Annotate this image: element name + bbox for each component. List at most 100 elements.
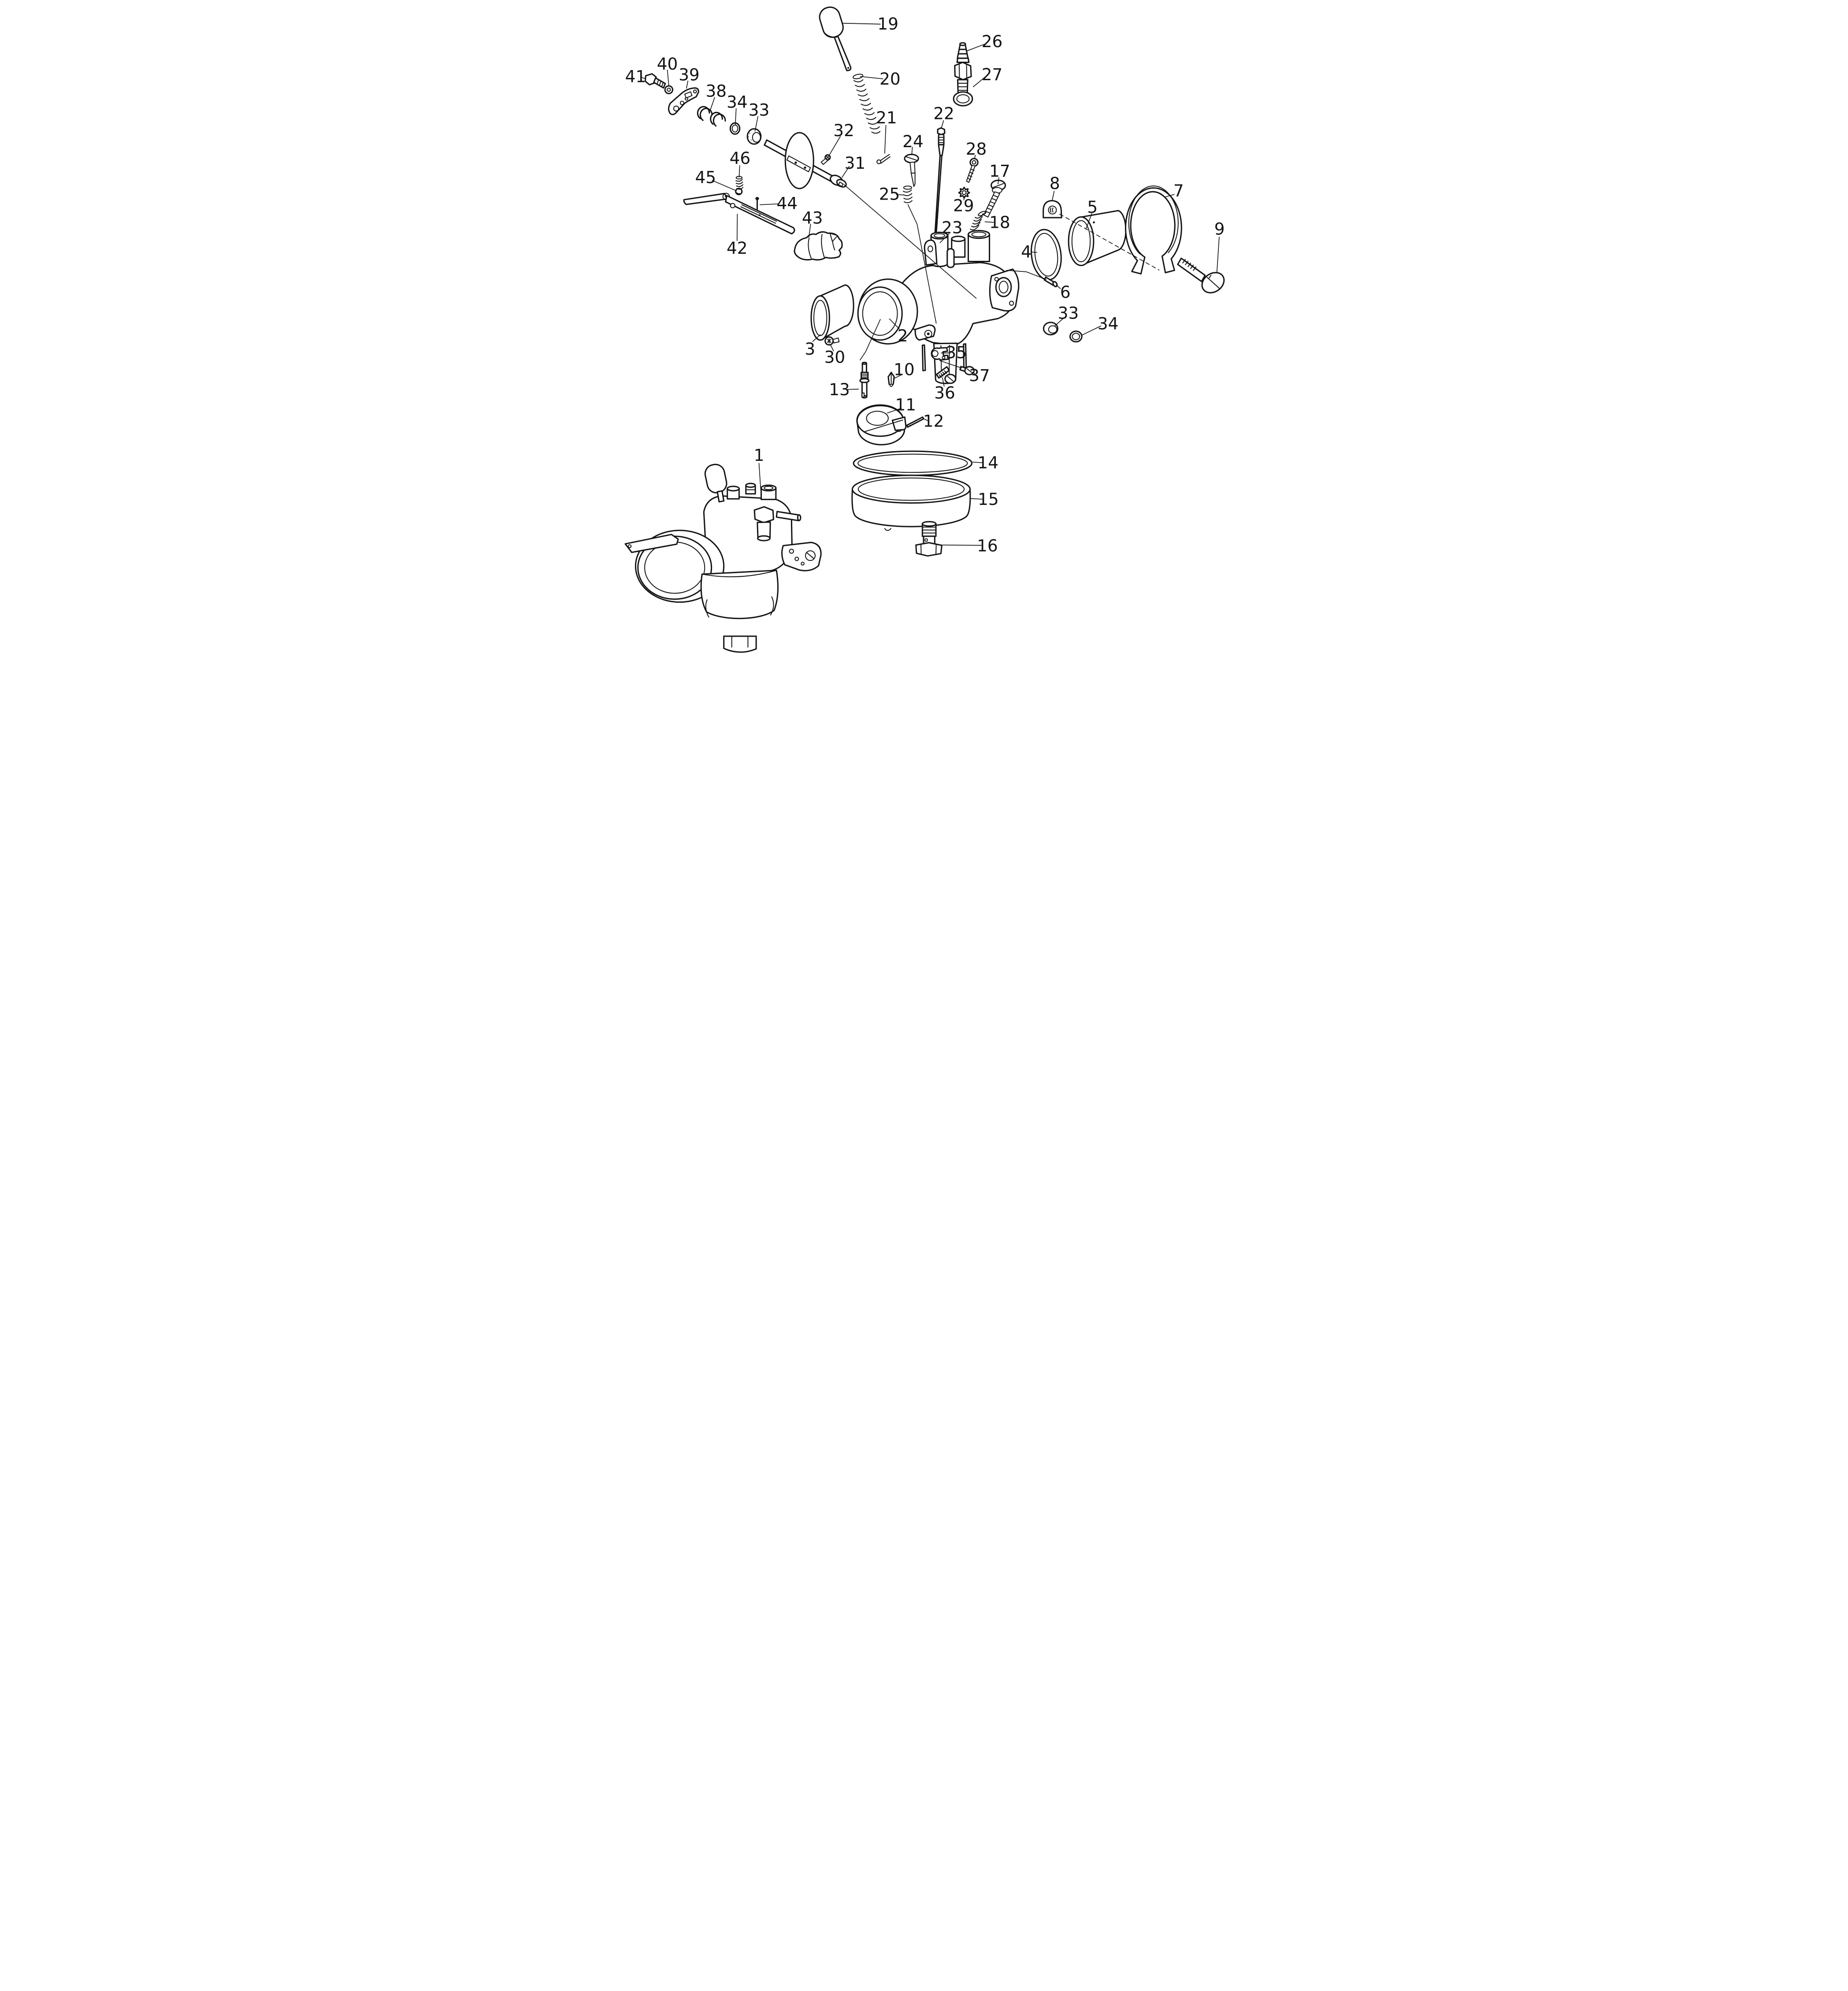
part-6-dowel-pin bbox=[1043, 276, 1058, 287]
part-27-inlet-o-ring bbox=[953, 91, 973, 107]
callout-40-label-small-washer: 40 bbox=[657, 54, 678, 74]
part-28-bracket-screw bbox=[966, 158, 979, 183]
callout-32-label-throttle-plate-screw: 32 bbox=[833, 121, 854, 140]
callout-31-label-throttle-shaft: 31 bbox=[845, 153, 866, 173]
callout-33-label-shaft-bushing: 33 bbox=[749, 100, 770, 120]
callout-11-leader bbox=[887, 408, 902, 414]
clip35-to-screw37 bbox=[939, 360, 962, 369]
callout-27-leader bbox=[972, 77, 986, 87]
callout-22-label-jet-needle: 22 bbox=[933, 104, 954, 123]
callout-9-leader bbox=[1216, 237, 1220, 274]
callout-12-label-float-pin: 12 bbox=[923, 411, 944, 430]
part-44-small-pin bbox=[755, 197, 759, 210]
pin6-to-flange bbox=[1006, 270, 1047, 280]
body-right-flange bbox=[989, 268, 1020, 312]
callout-19-leader bbox=[842, 22, 881, 25]
callout-22-leader bbox=[941, 120, 944, 129]
callout-34-label-shaft-seal: 34 bbox=[1098, 314, 1119, 333]
callout-40-leader bbox=[667, 70, 669, 86]
part-31-throttle-shaft bbox=[764, 132, 847, 189]
part-35-fork-clip bbox=[931, 347, 949, 361]
callout-41-leader bbox=[641, 77, 646, 79]
part-41-hex-bolt bbox=[644, 73, 666, 89]
assembly-float-bowl bbox=[700, 570, 779, 653]
assembly-bracket bbox=[781, 541, 822, 571]
part-40-washer bbox=[664, 85, 674, 94]
part-13-main-nozzle bbox=[859, 362, 870, 399]
part-10-needle-valve bbox=[887, 371, 895, 387]
part-7-clamp-ring bbox=[1124, 185, 1182, 275]
part-22-jet-needle bbox=[934, 127, 946, 240]
callout-45-leader bbox=[712, 180, 736, 191]
body-towers bbox=[930, 230, 991, 268]
callout-13-label-main-nozzle: 13 bbox=[829, 380, 850, 399]
callout-43-leader bbox=[808, 223, 811, 238]
nozzle-to-body bbox=[859, 319, 881, 360]
assembly-top-ports bbox=[727, 482, 777, 501]
part-5-adapter-sleeve bbox=[1068, 210, 1127, 267]
carburetor-exploded-diagram: 1234567891011121314151617181920212223242… bbox=[616, 0, 1232, 665]
assembly-choke-knob bbox=[704, 463, 727, 503]
callout-5-leader bbox=[1086, 213, 1092, 229]
construction-lines bbox=[843, 184, 1160, 369]
part-21-cotter-pin bbox=[876, 154, 891, 164]
callout-33-leader bbox=[1054, 317, 1065, 326]
callout-42-label-choke-shaft-lever: 42 bbox=[727, 238, 748, 258]
callout-12-leader bbox=[923, 418, 929, 422]
spring25-to-tower bbox=[907, 204, 937, 324]
callout-5-label-adapter-sleeve: 5 bbox=[1087, 197, 1098, 217]
callout-3-label-intake-sleeve: 3 bbox=[805, 339, 815, 359]
part-33-shaft-bushing-right bbox=[1043, 322, 1058, 336]
callout-33-leader bbox=[754, 116, 758, 132]
callout-30-leader bbox=[830, 345, 834, 352]
callout-21-label-cotter-pin: 21 bbox=[876, 108, 897, 127]
part-18-screw-spring bbox=[970, 211, 987, 230]
callout-28-label-bracket-screw: 28 bbox=[966, 139, 987, 159]
part-30-body-screw bbox=[824, 336, 840, 346]
callout-43-label-choke-valve-cam: 43 bbox=[802, 208, 823, 228]
part-20-choke-spring bbox=[852, 74, 881, 134]
body-side-lever bbox=[914, 324, 936, 341]
assembly-inlet-nut bbox=[753, 506, 775, 541]
body-lug bbox=[924, 239, 938, 266]
sleeve-clamp-axis bbox=[1059, 214, 1160, 271]
callout-25-label-mixture-screw-spring: 25 bbox=[879, 185, 900, 204]
callout-8-leader bbox=[1051, 191, 1055, 201]
callout-9-label-clamp-bolt: 9 bbox=[1214, 219, 1225, 238]
part-33-shaft-bushing-left bbox=[746, 128, 762, 145]
part-9-clamp-bolt bbox=[1177, 257, 1225, 293]
part-36-long-screw bbox=[935, 366, 957, 384]
callout-37-leader bbox=[971, 371, 975, 374]
part-29-star-washer bbox=[958, 186, 970, 199]
callout-26-label-fuel-inlet-fitting: 26 bbox=[982, 32, 1003, 51]
callout-15-label-float-bowl: 15 bbox=[978, 489, 999, 509]
callout-39-leader bbox=[686, 80, 689, 89]
callout-2-label-carburetor-body: 2 bbox=[898, 326, 908, 345]
callout-38-label-spring-washer-set: 38 bbox=[706, 81, 727, 100]
callout-17-leader bbox=[998, 177, 999, 185]
part-8-cable-holder-cap bbox=[1043, 200, 1062, 219]
part-34-shaft-seal-left bbox=[729, 122, 741, 135]
callout-7-leader bbox=[1165, 194, 1175, 197]
callout-4-label-large-o-ring: 4 bbox=[1021, 242, 1032, 261]
callout-10-leader bbox=[893, 374, 902, 379]
callout-19-label-choke-knob: 19 bbox=[877, 14, 898, 33]
callout-44-label-small-pin: 44 bbox=[776, 193, 798, 213]
callout-23-leader bbox=[939, 233, 950, 243]
callout-11-label-float: 11 bbox=[895, 395, 916, 415]
callout-39-label-choke-bracket-plate: 39 bbox=[679, 65, 700, 85]
part-17-throttle-stop-screw bbox=[983, 179, 1006, 218]
part-32-throttle-plate-screw bbox=[820, 154, 831, 165]
callout-14-label-bowl-gasket: 14 bbox=[977, 453, 998, 472]
part-19-choke-knob bbox=[819, 6, 852, 71]
callout-29-label-star-washer: 29 bbox=[953, 196, 974, 215]
callout-41-label-hex-bolt: 41 bbox=[625, 67, 646, 86]
callout-34-leader bbox=[735, 108, 737, 125]
callout-32-leader bbox=[828, 136, 841, 156]
callout-8-label-cable-holder-cap: 8 bbox=[1050, 174, 1060, 193]
callout-42-leader bbox=[736, 214, 738, 241]
callout-34-label-shaft-seal: 34 bbox=[727, 93, 748, 112]
callout-2-leader bbox=[889, 318, 900, 330]
callout-20-leader bbox=[860, 76, 883, 79]
